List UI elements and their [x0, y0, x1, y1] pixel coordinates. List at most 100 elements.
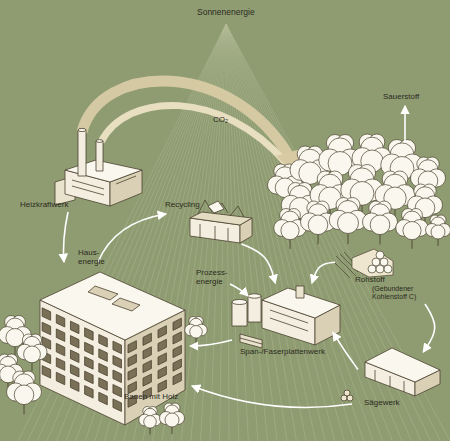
trees — [0, 316, 207, 435]
window — [70, 350, 79, 363]
power-plant — [78, 128, 86, 131]
wooden-building — [112, 298, 140, 311]
flow-arrow — [312, 262, 335, 283]
recycling-bin — [200, 224, 201, 238]
window — [99, 349, 108, 362]
window — [158, 380, 166, 392]
window — [128, 368, 136, 380]
window — [85, 386, 94, 399]
tree — [190, 326, 203, 339]
station-label: Rohstoff — [355, 275, 385, 284]
window — [173, 318, 181, 330]
power-plant — [96, 141, 103, 171]
sawmill — [404, 381, 405, 392]
tree — [14, 385, 34, 405]
window — [70, 364, 79, 377]
tree — [329, 198, 367, 245]
tree — [308, 215, 328, 235]
window — [173, 332, 181, 344]
window — [158, 353, 166, 365]
flow-arrows — [192, 386, 352, 407]
tree — [185, 317, 207, 345]
tree — [6, 329, 24, 347]
board-factory — [270, 318, 308, 331]
tree — [363, 201, 398, 244]
tree — [139, 407, 161, 435]
tree — [403, 222, 421, 240]
sun-ray — [226, 24, 325, 441]
station-note: (Gebundener Kohlenstoff C) — [372, 285, 432, 301]
window — [143, 333, 151, 345]
illustrated-station: Rohstoff(Gebundener Kohlenstoff C) — [335, 246, 435, 304]
sawmill — [341, 348, 440, 401]
flow-arrow — [423, 304, 434, 352]
flow-arrows — [190, 340, 232, 346]
recycling-bin — [198, 200, 244, 217]
board-factory — [270, 310, 308, 323]
sun-ray — [226, 24, 440, 441]
sawmill — [375, 370, 376, 381]
co2-ribbon — [82, 81, 290, 158]
tree — [396, 209, 428, 249]
tree — [160, 403, 185, 434]
window — [70, 379, 79, 392]
board-factory — [232, 300, 247, 305]
board-factory — [248, 294, 261, 298]
station-label: Heizkraftwerk — [20, 200, 68, 209]
window — [85, 328, 94, 341]
recycling-bin — [228, 228, 229, 241]
flow-arrows — [64, 212, 353, 407]
sun-ray — [226, 24, 431, 441]
window — [56, 372, 64, 385]
wooden-building — [40, 272, 185, 340]
window — [173, 345, 181, 357]
flow-label: Prozess- energie — [196, 268, 234, 286]
station-label: Sägewerk — [364, 398, 400, 407]
recycling-bin — [208, 201, 224, 213]
flow-label: Sauerstoff — [383, 92, 419, 101]
window — [70, 336, 79, 349]
sun-ray — [226, 24, 344, 441]
tree — [281, 222, 299, 240]
sawmill — [390, 376, 391, 387]
raw-wood — [372, 258, 380, 266]
window — [143, 360, 151, 372]
raw-wood — [380, 258, 388, 266]
sun-ray — [226, 24, 383, 441]
recycling-bin — [215, 226, 216, 240]
sun-ray — [226, 24, 335, 441]
window — [70, 321, 79, 334]
illustrated-station: Heizkraftwerk — [15, 128, 150, 212]
window — [173, 359, 181, 371]
power-plant — [116, 176, 136, 184]
oxygen-arrow — [404, 106, 406, 142]
window — [113, 356, 122, 369]
illustrated-station: Recycling — [165, 198, 255, 244]
window — [99, 334, 108, 347]
window — [113, 384, 122, 397]
power-plant — [55, 128, 142, 206]
co2-ribbon — [101, 105, 286, 163]
power-plant — [72, 186, 104, 195]
window — [143, 374, 151, 386]
board-factory — [248, 296, 261, 322]
flow-label: Sonnenenergie — [197, 8, 255, 17]
sun-ray — [226, 24, 421, 441]
sun-ray — [226, 24, 450, 441]
tree — [338, 213, 359, 234]
window — [143, 347, 151, 359]
flow-label: CO₂ — [213, 115, 228, 124]
tree — [370, 215, 390, 235]
window — [42, 322, 51, 335]
raw-wood — [376, 265, 384, 273]
board-factory — [296, 286, 304, 298]
co2-ribbon — [82, 81, 304, 178]
window — [99, 392, 108, 405]
window — [85, 357, 94, 370]
window — [85, 371, 94, 384]
forest — [268, 134, 450, 249]
window — [113, 399, 122, 412]
